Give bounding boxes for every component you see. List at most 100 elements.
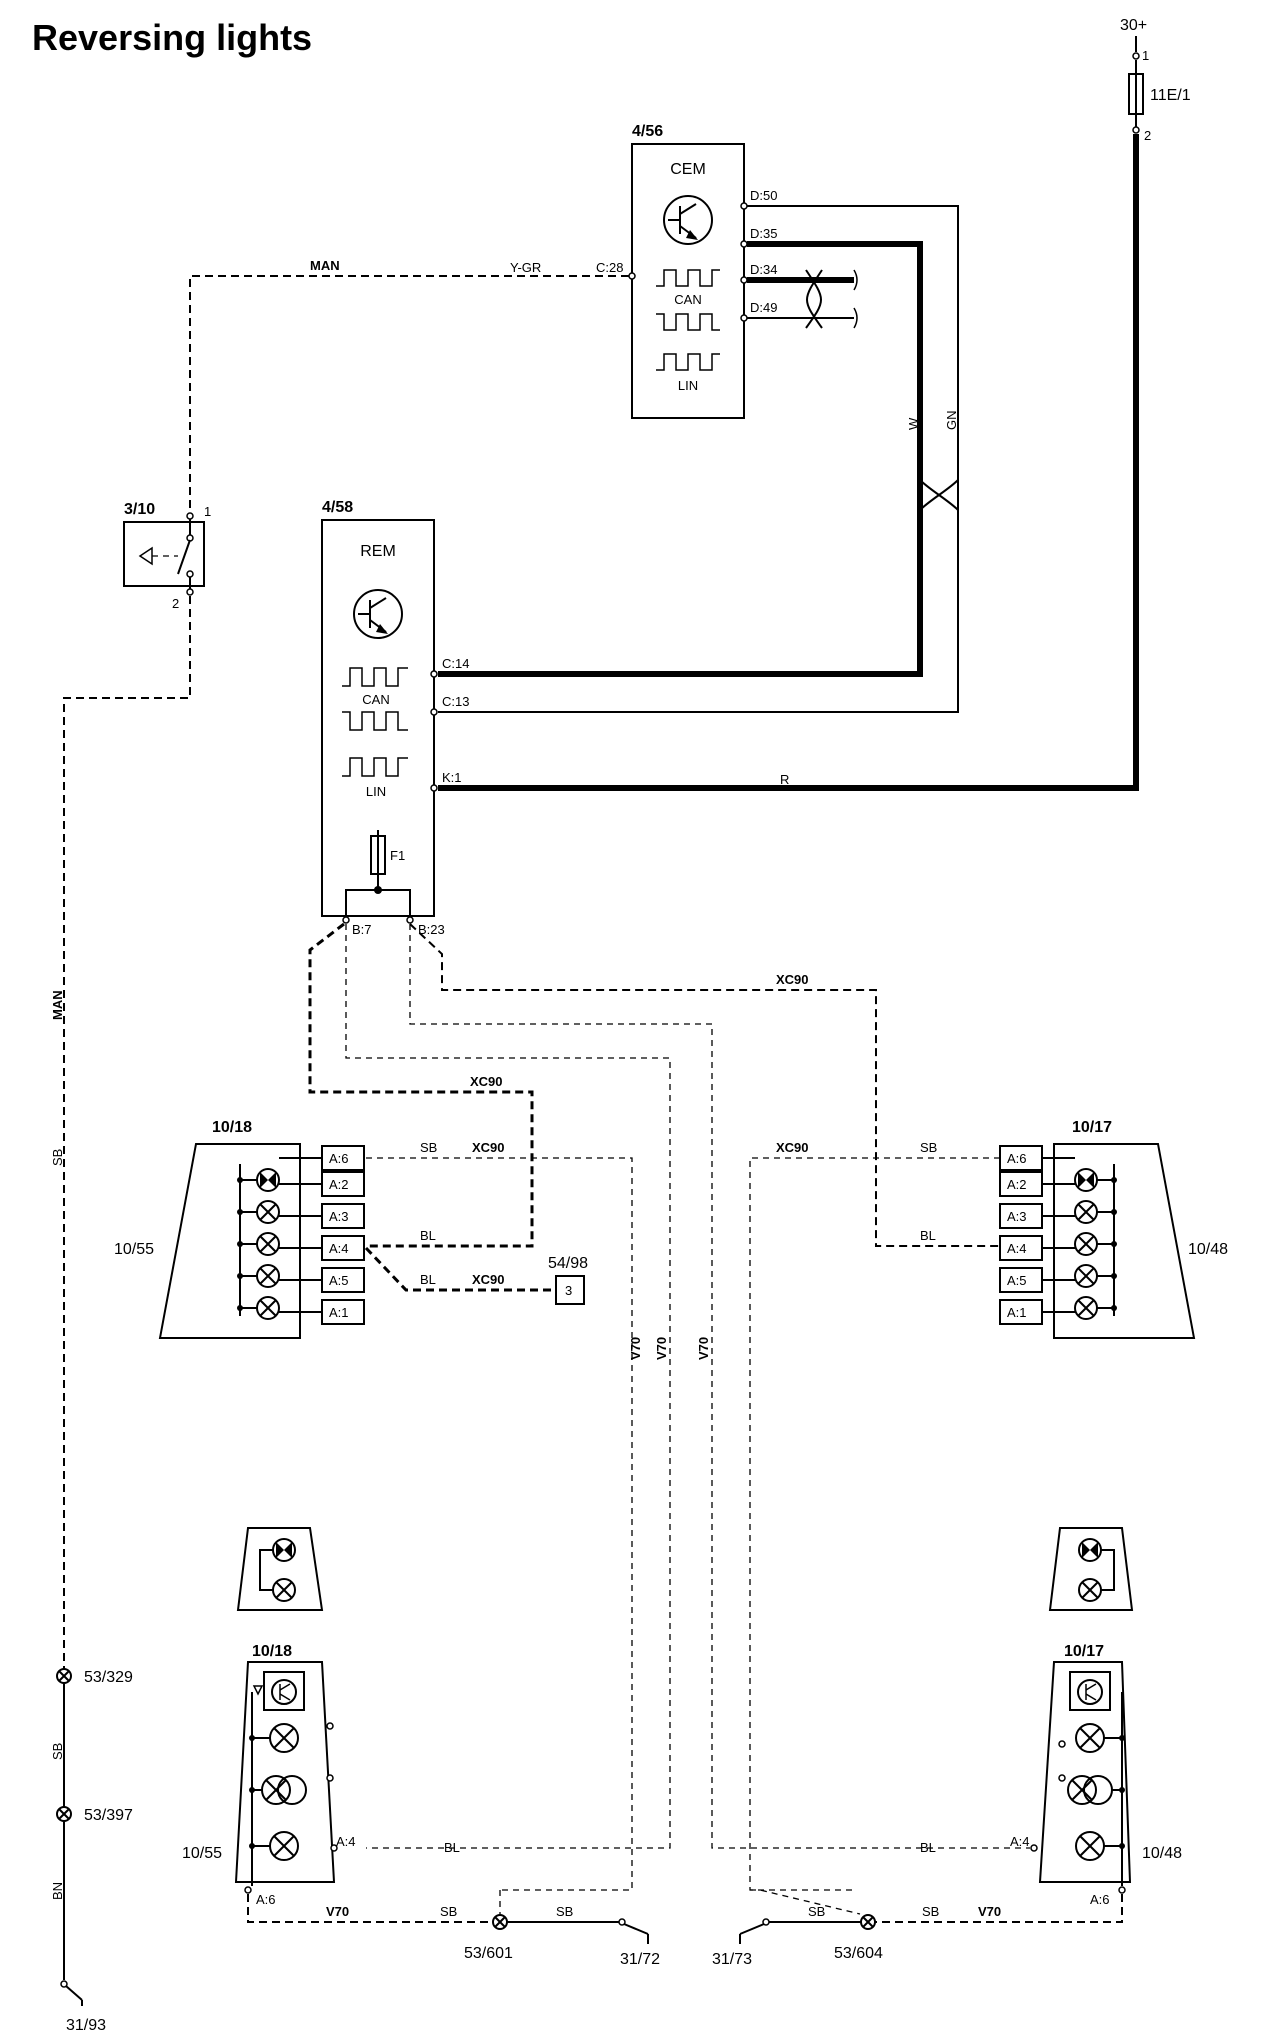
wire-twist-marker [919,479,959,511]
svg-text:A:6: A:6 [1007,1151,1027,1166]
svg-text:10/48: 10/48 [1142,1845,1182,1862]
svg-text:A:4: A:4 [329,1241,349,1256]
svg-text:V70: V70 [628,1337,643,1360]
svg-text:A:6: A:6 [1090,1892,1110,1907]
rem-name: REM [360,543,396,560]
rem-module: 4/58 REM CAN LIN F1 C:14 C:13 [321,499,469,937]
svg-text:SB: SB [556,1904,573,1919]
rem-id: 4/58 [322,499,353,516]
wire-man-ygr [189,275,629,510]
splice-53604: 53/604 [834,1914,883,1962]
page-title: Reversing lights [32,17,312,58]
can-signal-icon [656,269,720,331]
cem-module: 4/56 CEM CAN LIN C:28 D:50 D:35 D:34 [596,123,777,419]
svg-text:1: 1 [204,504,211,519]
svg-text:10/17: 10/17 [1072,1119,1112,1136]
svg-text:A:3: A:3 [329,1209,349,1224]
svg-text:D:50: D:50 [750,188,777,203]
wire-sb-right-upper [749,1157,1000,1891]
svg-text:31/72: 31/72 [620,1951,660,1968]
svg-text:C:14: C:14 [442,656,469,671]
svg-text:A:5: A:5 [329,1273,349,1288]
svg-text:Y-GR: Y-GR [510,260,541,275]
sensor-icon [1077,1679,1103,1705]
svg-text:MAN: MAN [310,258,340,273]
svg-text:D:35: D:35 [750,226,777,241]
svg-text:A:6: A:6 [329,1151,349,1166]
lin-signal-icon [342,757,408,777]
bulb-icon [277,1775,307,1805]
rem-lin-label: LIN [366,784,386,799]
cem-id: 4/56 [632,123,663,140]
svg-text:V70: V70 [326,1904,349,1919]
wire-v70-b23 [409,924,1030,1849]
svg-text:W: W [906,417,921,430]
transistor-icon [663,195,713,245]
svg-text:BL: BL [444,1840,460,1855]
svg-text:BL: BL [920,1840,936,1855]
lamp-10-17-lower-top [1048,1527,1134,1611]
splice-53397: 53/397 [56,1806,133,1824]
svg-text:53/601: 53/601 [464,1945,513,1962]
svg-text:10/18: 10/18 [252,1643,292,1660]
rem-can-label: CAN [362,692,389,707]
svg-text:A:5: A:5 [1007,1273,1027,1288]
svg-text:A:3: A:3 [1007,1209,1027,1224]
wire-man-sb-left [63,596,191,1670]
svg-text:XC90: XC90 [472,1272,505,1287]
bulb-icon [276,1542,292,1558]
svg-text:F1: F1 [390,848,405,863]
wire-w [438,241,923,677]
ground-3193-icon: 31/93 [60,1980,106,2034]
splice-53329: 53/329 [56,1668,133,1686]
svg-text:A:4: A:4 [1010,1834,1030,1849]
bulb-icon [1078,1172,1094,1188]
svg-text:V70: V70 [696,1337,711,1360]
svg-text:54/98: 54/98 [548,1255,588,1272]
fuse-11e1-label: 11E/1 [1150,87,1191,104]
wire-v70-sb-left [247,1894,494,1923]
can-bus-twist [747,269,858,329]
cem-name: CEM [670,161,706,178]
reverse-switch: 3/10 1 2 [123,501,211,611]
svg-text:31/73: 31/73 [712,1951,752,1968]
bulb-icon [1082,1542,1098,1558]
svg-text:B:23: B:23 [418,922,445,937]
svg-text:BL: BL [420,1272,436,1287]
lamp-10-18-lower-top [236,1527,324,1611]
svg-text:A:4: A:4 [1007,1241,1027,1256]
svg-text:53/397: 53/397 [84,1807,133,1824]
svg-text:C:13: C:13 [442,694,469,709]
svg-text:C:28: C:28 [596,260,623,275]
bulb-icon [1083,1775,1113,1805]
transistor-icon [353,589,403,639]
svg-text:SB: SB [420,1140,437,1155]
wire-sb-left-upper [366,1157,633,1891]
svg-text:A:4: A:4 [336,1834,356,1849]
svg-text:MAN: MAN [50,990,65,1020]
svg-text:2: 2 [1144,128,1151,143]
svg-text:XC90: XC90 [776,972,809,987]
svg-text:31/93: 31/93 [66,2017,106,2034]
svg-text:53/604: 53/604 [834,1945,883,1962]
svg-text:A:1: A:1 [1007,1305,1027,1320]
lamp-10-18-lower: 10/18 10/55 A:4 A:6 [182,1643,356,1907]
svg-text:3: 3 [565,1283,572,1298]
lamp-10-17-lower: 10/17 10/48 A:4 A:6 [1010,1643,1182,1907]
svg-text:10/48: 10/48 [1188,1241,1228,1258]
svg-text:A:2: A:2 [329,1177,349,1192]
svg-text:A:2: A:2 [1007,1177,1027,1192]
svg-text:10/55: 10/55 [114,1241,154,1258]
wire-xc90-b7 [308,922,534,1248]
svg-text:53/329: 53/329 [84,1669,133,1686]
ground-3173-icon: 31/73 [712,1918,770,1968]
svg-text:XC90: XC90 [472,1140,505,1155]
svg-text:K:1: K:1 [442,770,462,785]
svg-text:GN: GN [944,411,959,431]
svg-text:SB: SB [808,1904,825,1919]
svg-text:R: R [780,772,789,787]
svg-text:XC90: XC90 [776,1140,809,1155]
bulb-icon [1067,1775,1097,1805]
connector-5498: 54/98 3 [548,1255,588,1305]
wire-v70-b7 [345,924,671,1849]
